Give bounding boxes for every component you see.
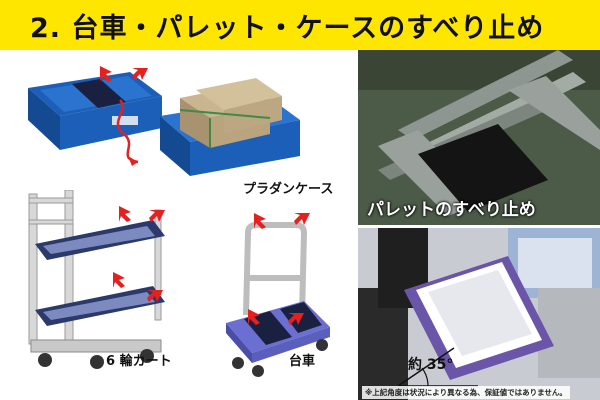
case-label: プラダンケース [243,182,334,197]
angle-disclaimer: ※上記角度は状況により異なる為、保証値ではありません。 [362,386,570,399]
angle-label: 約 35° [408,357,454,373]
six-wheel-cart-label: 6 輪カート [106,354,172,369]
pallet-caption: パレットのすべり止め [367,200,536,220]
pallet-photo [358,50,600,225]
dolly-label: 台車 [289,354,316,369]
header-banner: 2. 台車・パレット・ケースのすべり止め [0,0,600,50]
page-title: 2. 台車・パレット・ケースのすべり止め [30,12,545,44]
tilt-test-photo [358,228,600,400]
dolly-illustration [218,205,338,385]
case-illustration [20,58,330,178]
six-wheel-cart-illustration [15,190,185,385]
